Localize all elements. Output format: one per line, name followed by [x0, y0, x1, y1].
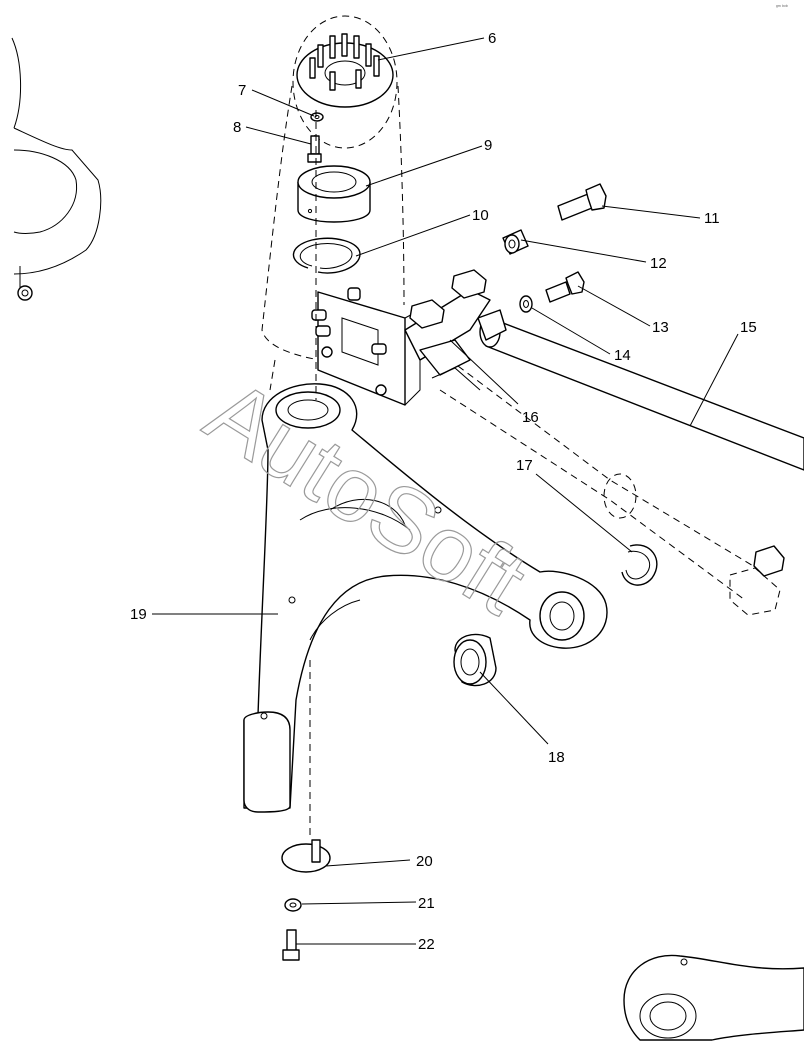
watermark-text: AutoSoft	[189, 360, 542, 634]
callout-22: 22	[418, 936, 435, 953]
callout-10: 10	[472, 207, 489, 224]
callout-labels: 6 7 8 9 10 11 12 13 14 15 16 17 18 19 20…	[130, 30, 757, 953]
callout-12: 12	[650, 255, 667, 272]
snap-ring-17	[621, 544, 658, 586]
leader-lines	[152, 37, 739, 945]
assembly-phantom-outline	[261, 15, 761, 601]
callout-9: 9	[484, 137, 492, 154]
callout-6: 6	[488, 30, 496, 47]
callout-20: 20	[416, 853, 433, 870]
bolt-8	[307, 135, 322, 163]
upper-mount-plate	[296, 33, 394, 108]
hex-bolt-11	[557, 183, 607, 221]
callout-16: 16	[522, 409, 539, 426]
ball-joint-20	[281, 839, 331, 873]
bushing-18	[453, 633, 497, 687]
callout-21: 21	[418, 895, 435, 912]
callout-11: 11	[704, 210, 720, 227]
bracket-16	[311, 269, 491, 406]
washer-14	[519, 295, 533, 313]
callout-18: 18	[548, 749, 565, 766]
bushing-sleeve	[297, 165, 371, 223]
callout-7: 7	[238, 82, 246, 99]
center-axis-lines	[309, 110, 317, 840]
callout-17: 17	[516, 457, 533, 474]
washer-21	[284, 898, 302, 912]
callout-8: 8	[233, 119, 241, 136]
callout-15: 15	[740, 319, 757, 336]
washer-7	[310, 112, 324, 122]
callout-14: 14	[614, 347, 631, 364]
bottom-right-partial-arm	[623, 954, 804, 1041]
corner-mark: ᵍᵐ ᵇᵒᵇ	[776, 4, 788, 10]
long-rod-15	[477, 309, 804, 471]
bolt-13	[545, 271, 585, 303]
snap-ring-10	[292, 237, 361, 274]
left-partial-component	[11, 37, 102, 301]
callout-13: 13	[652, 319, 669, 336]
control-arm-19	[243, 383, 608, 813]
spacer-12	[502, 229, 529, 255]
callout-19: 19	[130, 606, 147, 623]
bolt-22	[282, 929, 300, 961]
tie-rod-end-phantom	[603, 473, 785, 616]
